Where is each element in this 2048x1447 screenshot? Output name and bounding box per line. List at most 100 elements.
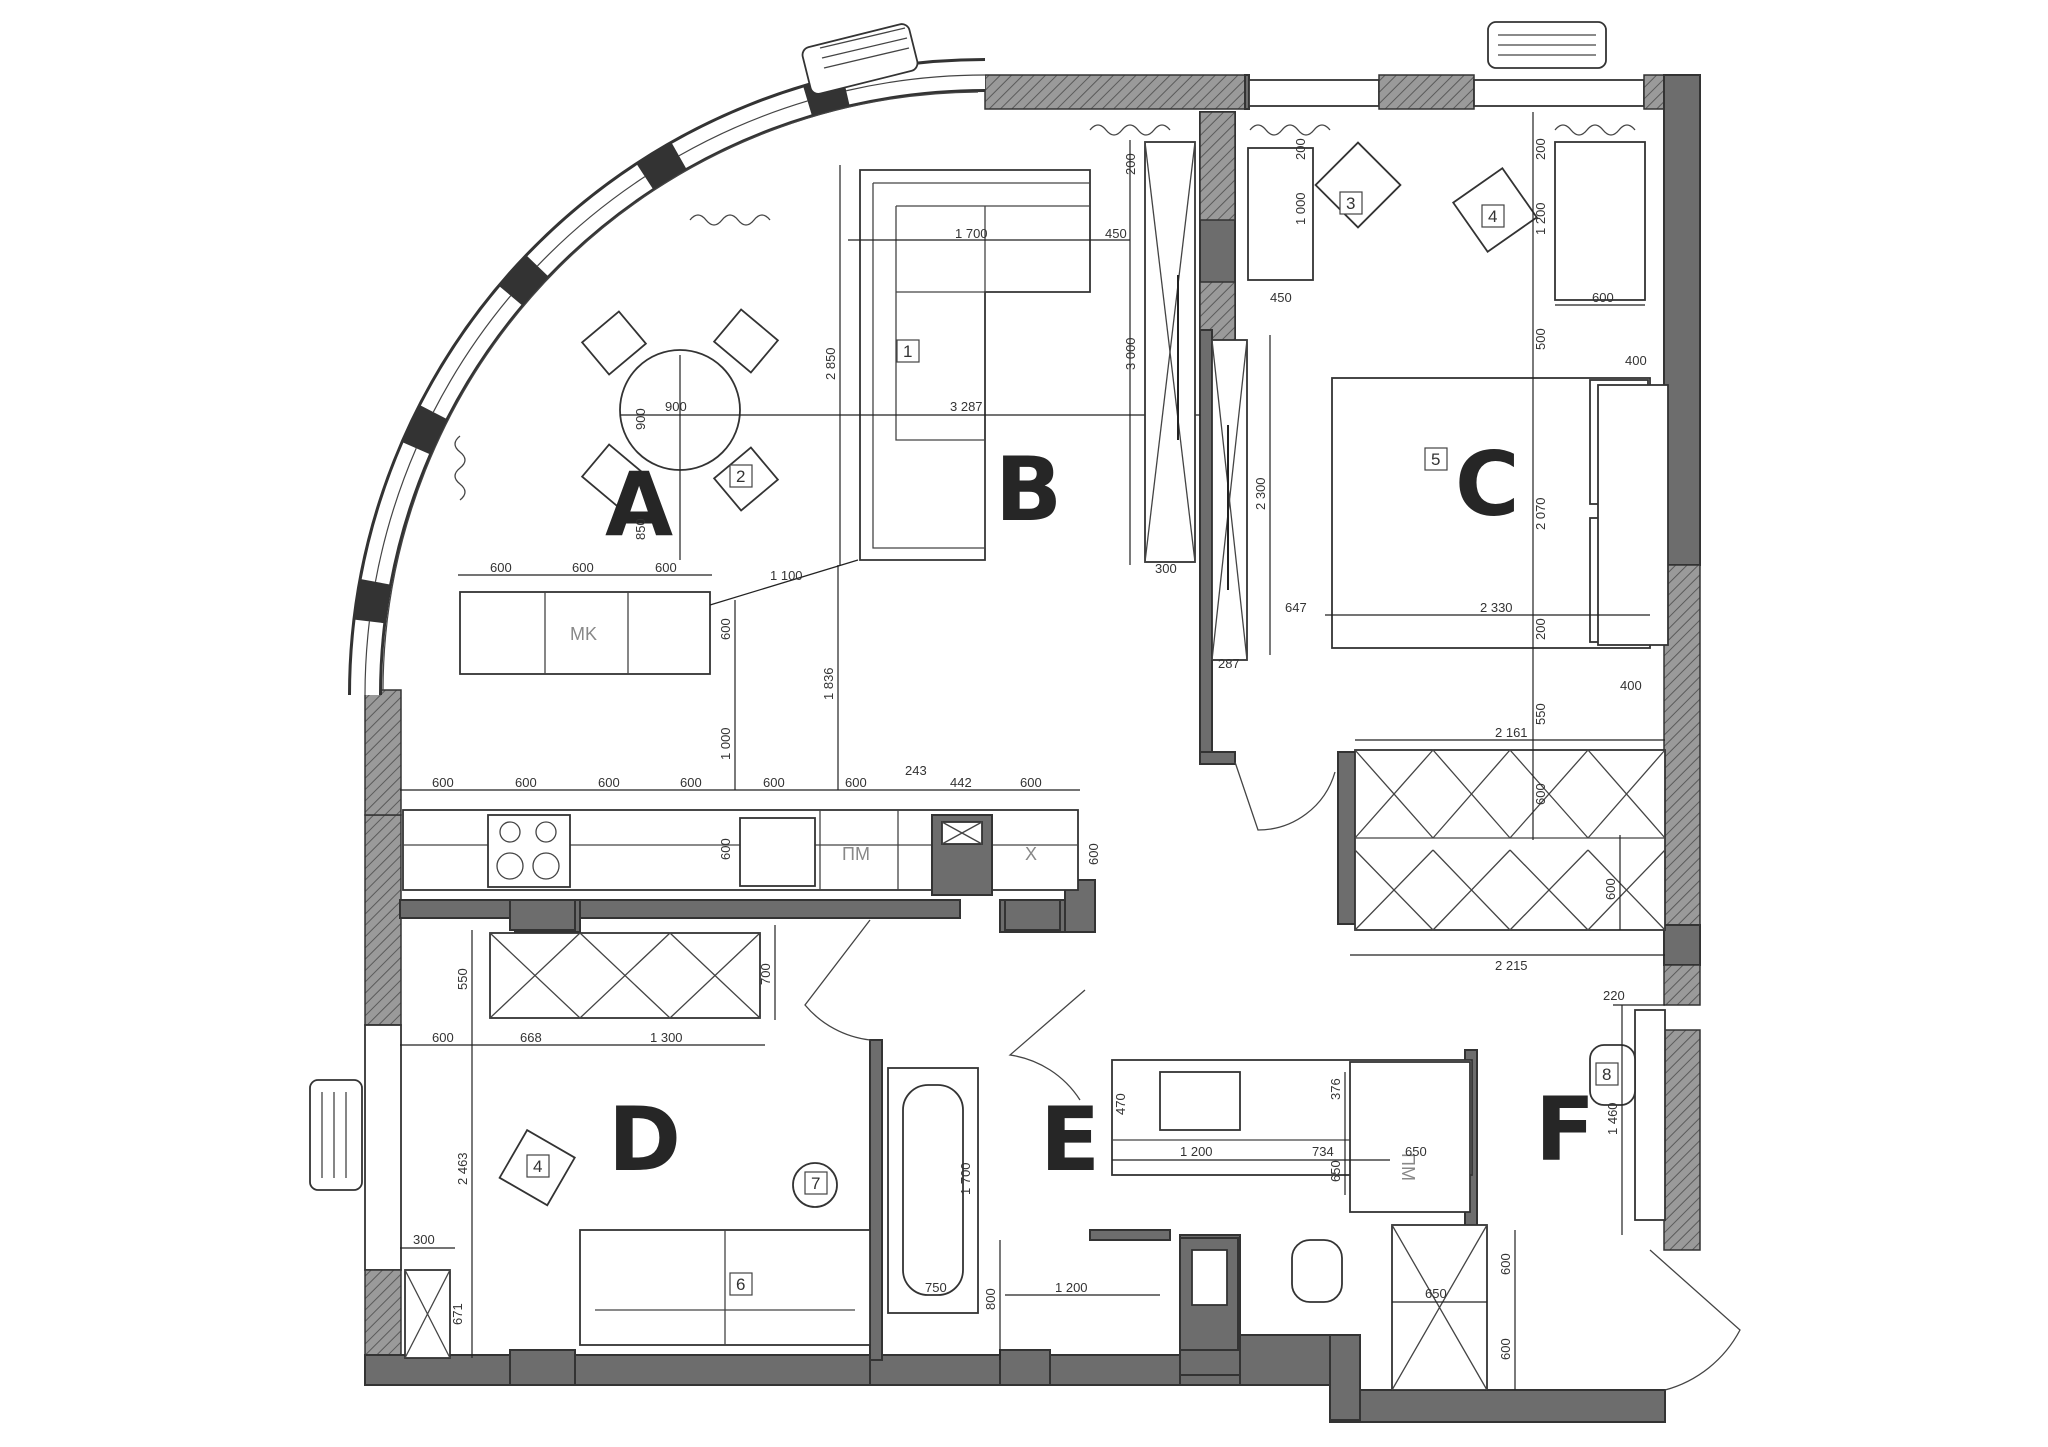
dim-f-650: 650 [1425,1286,1447,1301]
dim-d-600h: 600 [432,1030,454,1045]
dimension-lines [400,112,1665,1390]
dim-600-island: 600 [718,618,733,640]
dim-k-600-4: 600 [680,775,702,790]
doors [804,761,1741,1391]
dim-k-600-1: 600 [432,775,454,790]
dim-k-243: 243 [905,763,927,778]
kitchen-counter [402,809,1079,931]
dim-c-400: 400 [1625,353,1647,368]
dim-k-600-6: 600 [845,775,867,790]
dim-tv-3000: 3 000 [1123,337,1138,370]
label-x: X [1025,844,1037,864]
dim-3287: 3 287 [950,399,983,414]
dim-c-450: 450 [1270,290,1292,305]
sofa-b [859,169,1091,561]
dim-c-2330: 2 330 [1480,600,1513,615]
dim-287: 287 [1218,656,1240,671]
dim-isl-600b: 600 [572,560,594,575]
dim-d-550: 550 [455,968,470,990]
dim-d-1300: 1 300 [650,1030,683,1045]
hall-fixtures [1589,1009,1666,1221]
dim-e-1200: 1 200 [1180,1144,1213,1159]
dim-table-900v: 900 [633,408,648,430]
dim-c-647: 647 [1285,600,1307,615]
dim-e-650: 650 [1405,1144,1427,1159]
furniture-tags: 1 2 3 4 4 5 6 7 8 [526,191,1619,1296]
dim-e-1200b: 1 200 [1055,1280,1088,1295]
dim-table-900: 900 [665,399,687,414]
label-pm-bath: ПМ [1398,1153,1418,1181]
dim-c-500: 500 [1533,328,1548,350]
dim-k-442: 442 [950,775,972,790]
dim-c-200c: 200 [1533,618,1548,640]
bathroom-fixtures [887,1059,1488,1391]
dim-1000: 1 000 [718,727,733,760]
dim-c-2161: 2 161 [1495,725,1528,740]
zone-c: C [1455,433,1520,536]
zone-e: E [1040,1088,1100,1191]
zone-a: A [605,453,673,556]
tag-4-room-d: 4 [533,1157,542,1176]
dim-c-200: 200 [1293,138,1308,160]
dim-k-600-7: 600 [1020,775,1042,790]
dim-sofa-450: 450 [1105,226,1127,241]
dim-k-600-v: 600 [718,838,733,860]
dim-d-671: 671 [450,1303,465,1325]
tag-1: 1 [903,342,912,361]
dim-c-200b: 200 [1533,138,1548,160]
outer-walls [364,74,1701,1423]
dim-e-1700: 1 700 [958,1162,973,1195]
bedroom-furniture [1247,141,1669,931]
dim-isl-600c: 600 [655,560,677,575]
dim-f-220: 220 [1603,988,1625,1003]
dim-850: 850 [633,518,648,540]
zone-b: B [995,438,1062,541]
dim-2300: 2 300 [1253,477,1268,510]
zone-f: F [1535,1078,1595,1181]
dim-d-700: 700 [758,963,773,985]
radiators [309,21,1607,1191]
tag-2: 2 [736,467,745,486]
dim-e-734: 734 [1312,1144,1334,1159]
dim-f-600a: 600 [1498,1253,1513,1275]
tag-6: 6 [736,1275,745,1294]
tag-8: 8 [1602,1065,1611,1084]
dim-tv-200: 200 [1123,153,1138,175]
dim-f-1460: 1 460 [1605,1102,1620,1135]
zone-d: D [608,1088,681,1191]
dim-sofa-1700: 1 700 [955,226,988,241]
tv-wardrobe [1144,141,1248,661]
tag-3: 3 [1346,194,1355,213]
label-mk: MK [570,624,597,644]
dim-isl-600a: 600 [490,560,512,575]
dim-d-2463: 2 463 [455,1152,470,1185]
dim-e-750: 750 [925,1280,947,1295]
dim-k-600-2: 600 [515,775,537,790]
dimension-texts: 1 700 450 2 850 3 287 900 900 850 600 60… [413,138,1647,1360]
dim-d-668: 668 [520,1030,542,1045]
dim-c-1200: 1 200 [1533,202,1548,235]
tag-7: 7 [811,1174,820,1193]
dim-c-400b: 400 [1620,678,1642,693]
dim-tv-300: 300 [1155,561,1177,576]
dim-1836: 1 836 [821,667,836,700]
dim-c-600v: 600 [1533,783,1548,805]
dim-e-376: 376 [1328,1078,1343,1100]
dim-2850: 2 850 [823,347,838,380]
dim-e-650v: 650 [1328,1160,1343,1182]
dim-1100: 1 100 [770,568,803,583]
label-pm-kitchen: ПМ [842,844,870,864]
dim-c-2070: 2 070 [1533,497,1548,530]
dim-d-300: 300 [413,1232,435,1247]
dim-c-1000: 1 000 [1293,192,1308,225]
tag-5: 5 [1431,450,1440,469]
dim-e-800: 800 [983,1288,998,1310]
dim-c-600: 600 [1592,290,1614,305]
dim-c-600v2: 600 [1603,878,1618,900]
dim-c-2215: 2 215 [1495,958,1528,973]
kitchen-island [459,591,711,675]
dim-k-600-5: 600 [763,775,785,790]
dim-e-470: 470 [1113,1093,1128,1115]
curtains [454,124,1636,501]
